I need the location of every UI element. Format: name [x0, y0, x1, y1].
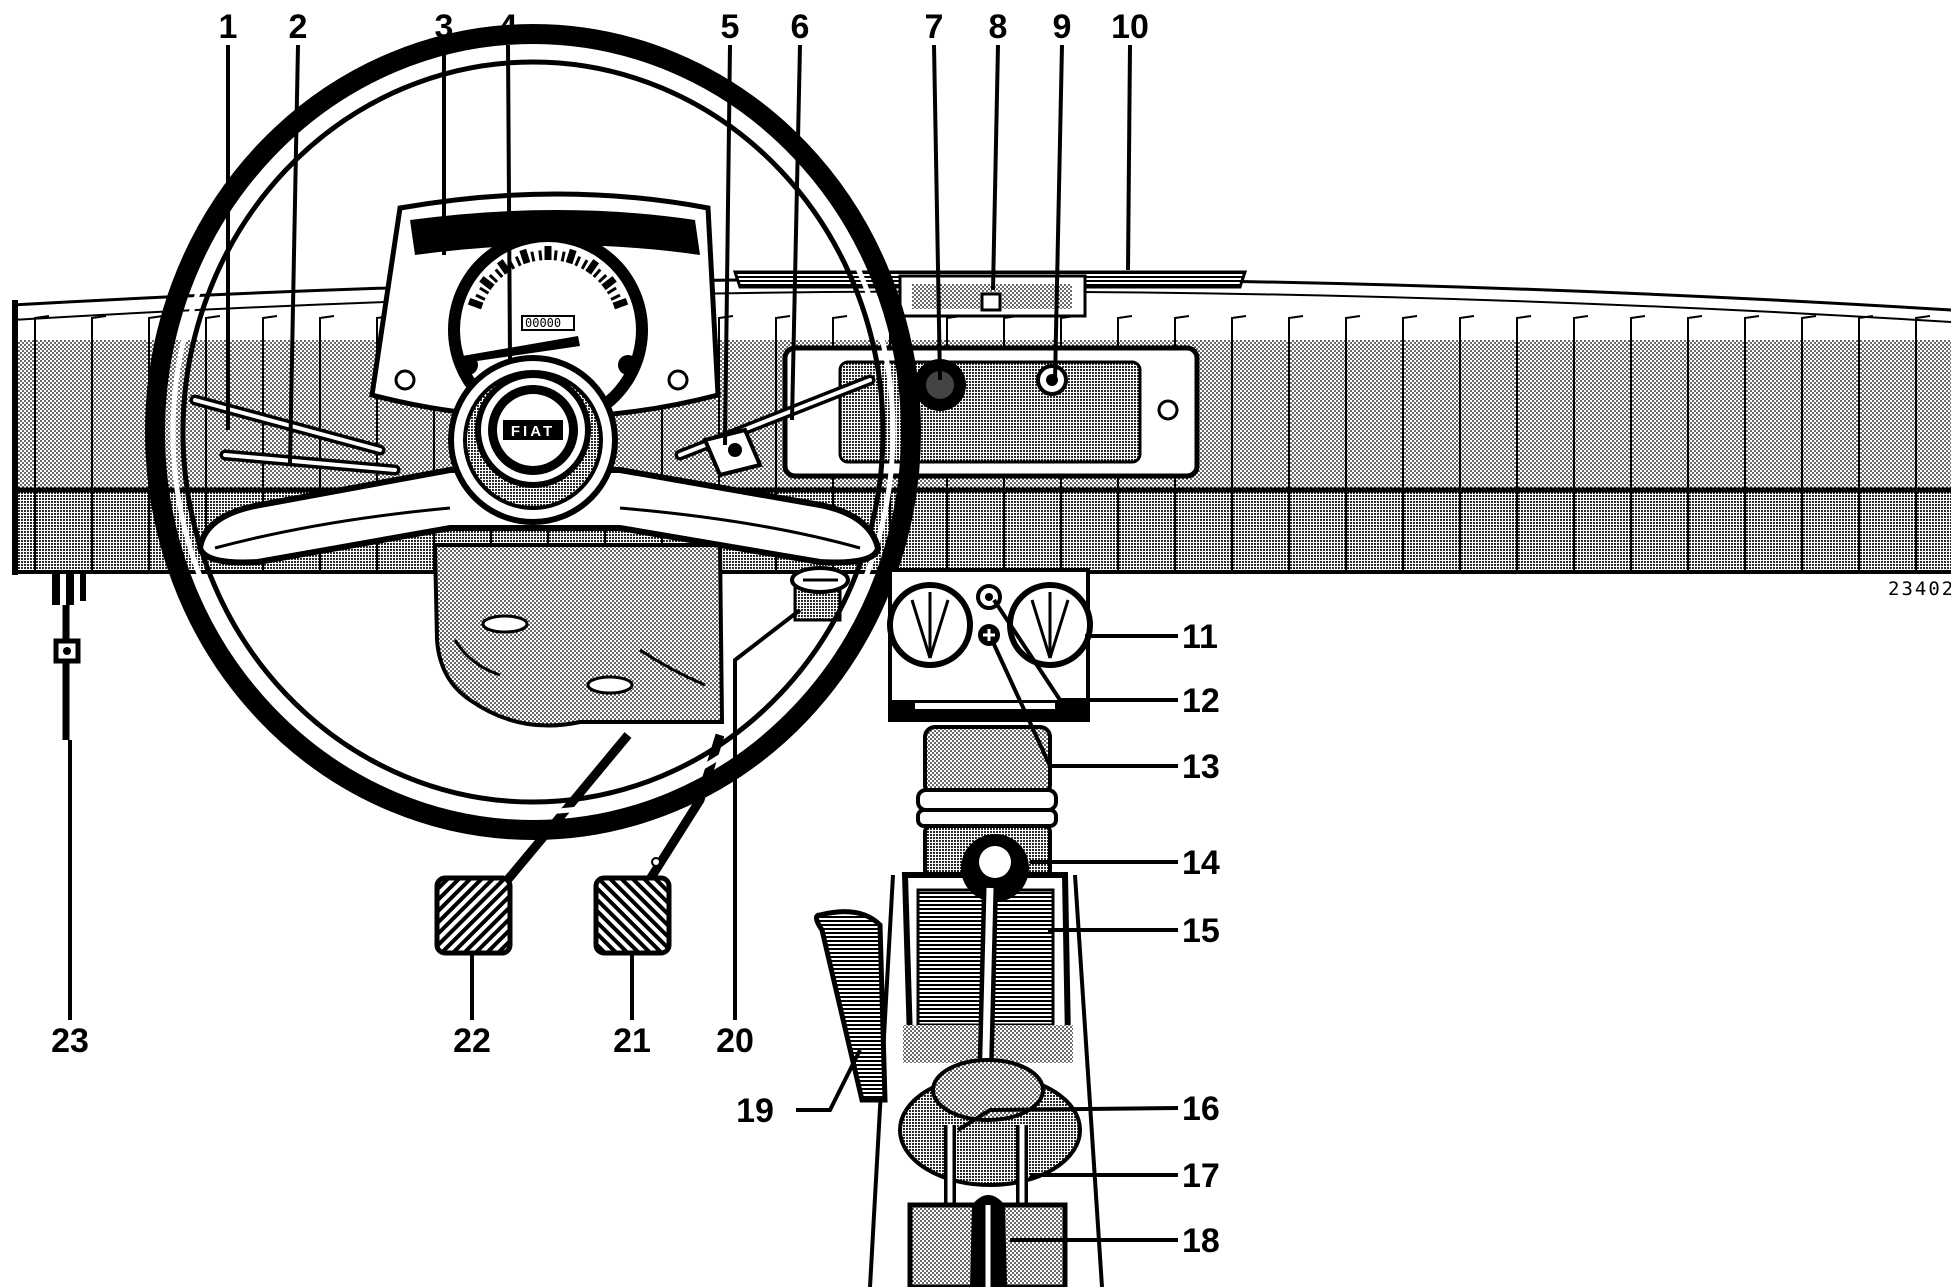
clutch-pedal[interactable] [434, 875, 513, 956]
grille-rib-top [1744, 315, 1760, 340]
grille-rib-top [148, 315, 164, 340]
speedo-tick [514, 255, 522, 267]
callout-6: 6 [791, 8, 810, 46]
speedo-tick [610, 293, 621, 301]
speedo-tick [612, 297, 629, 310]
grille-rib-top [1459, 315, 1475, 340]
grille-rib-top [34, 315, 50, 340]
speedo-tick [530, 251, 536, 262]
grille-rib-top [1402, 315, 1418, 340]
grille-rib-top [319, 315, 335, 340]
callout-leaders [68, 44, 1179, 1242]
speedo-tick [496, 259, 511, 275]
speedo-tick [592, 268, 602, 279]
callout-11: 11 [1182, 618, 1218, 656]
accelerator-pedal[interactable] [814, 909, 888, 1103]
speedo-tick [560, 251, 566, 262]
speedo-tick [467, 297, 484, 310]
callout-1: 1 [219, 8, 238, 46]
grille-rib-top [775, 315, 791, 340]
speedo-tick [601, 276, 617, 291]
grille-rib-top [1687, 315, 1703, 340]
steering-wheel[interactable]: FIAT [145, 24, 921, 840]
callout-12: 12 [1182, 682, 1220, 720]
grille-rib-top [832, 315, 848, 340]
defrost-vent [732, 270, 1248, 318]
grille-rib-top [1573, 315, 1589, 340]
bonnet-release[interactable] [790, 566, 850, 622]
instrument-cluster: 00000 [369, 191, 721, 430]
speedo-tick [538, 250, 543, 261]
panel-screw [1157, 399, 1179, 421]
callout-10: 10 [1111, 8, 1149, 46]
warning-light-left [458, 355, 478, 375]
speedo-tick [475, 293, 486, 301]
grille-rib-top [1117, 315, 1133, 340]
speedo-tick [479, 286, 490, 295]
fiat-logo: FIAT [511, 423, 555, 440]
speedo-tick [565, 248, 577, 265]
grille-rib-top [205, 315, 221, 340]
speedo-tick [519, 248, 531, 265]
grille-rib-top [262, 315, 278, 340]
grille-rib-top [1801, 315, 1817, 340]
speedo-tick [606, 286, 617, 295]
brake-pedal[interactable] [593, 875, 672, 956]
callout-13: 13 [1182, 748, 1220, 786]
callout-19: 19 [736, 1092, 774, 1130]
grille-rib-top [1915, 315, 1931, 340]
callout-14: 14 [1182, 844, 1220, 882]
speedo-tick [597, 274, 608, 284]
speedo-tick [479, 276, 495, 291]
callout-2: 2 [289, 8, 308, 46]
grille-rib-top [1003, 315, 1019, 340]
steering-column-cover [432, 543, 725, 728]
grille-rib-top [1174, 315, 1190, 340]
callout-4: 4 [499, 8, 518, 46]
grille-rib-top [1231, 315, 1247, 340]
speedo-tick [585, 259, 600, 275]
speedo-tick [553, 250, 558, 261]
callout-3: 3 [435, 8, 454, 46]
callout-8: 8 [989, 8, 1008, 46]
callout-20: 20 [716, 1022, 754, 1060]
grille-rib-top [1288, 315, 1304, 340]
callout-23: 23 [51, 1022, 89, 1060]
gear-tunnel [868, 725, 1104, 1287]
grille-rib-top [1858, 315, 1874, 340]
choke-cable[interactable] [52, 573, 86, 740]
speedo-tick [580, 259, 589, 270]
callout-15: 15 [1182, 912, 1220, 950]
callout-5: 5 [721, 8, 740, 46]
grille-rib-top [1060, 315, 1076, 340]
odometer-readout: 00000 [525, 316, 561, 330]
grille-rib-top [91, 315, 107, 340]
grille-rib-top [946, 315, 962, 340]
speedo-tick [574, 255, 582, 267]
callout-16: 16 [1182, 1090, 1220, 1128]
speedo-tick [488, 274, 499, 284]
grille-rib-top [1345, 315, 1361, 340]
callout-17: 17 [1182, 1157, 1220, 1195]
callout-18: 18 [1182, 1222, 1220, 1260]
grille-rib-top [1630, 315, 1646, 340]
column-stalks [189, 374, 876, 478]
grille-rib-top [1516, 315, 1532, 340]
callout-labels: 1 2 3 4 5 6 7 8 9 10 11 12 13 14 15 16 1… [51, 8, 1220, 1260]
figure-reference-code: 23402 [1888, 578, 1951, 600]
callout-21: 21 [613, 1022, 651, 1060]
radio-panel [782, 345, 1200, 479]
callout-9: 9 [1053, 8, 1072, 46]
callout-7: 7 [925, 8, 944, 46]
callout-22: 22 [453, 1022, 491, 1060]
speedo-tick [494, 268, 504, 279]
